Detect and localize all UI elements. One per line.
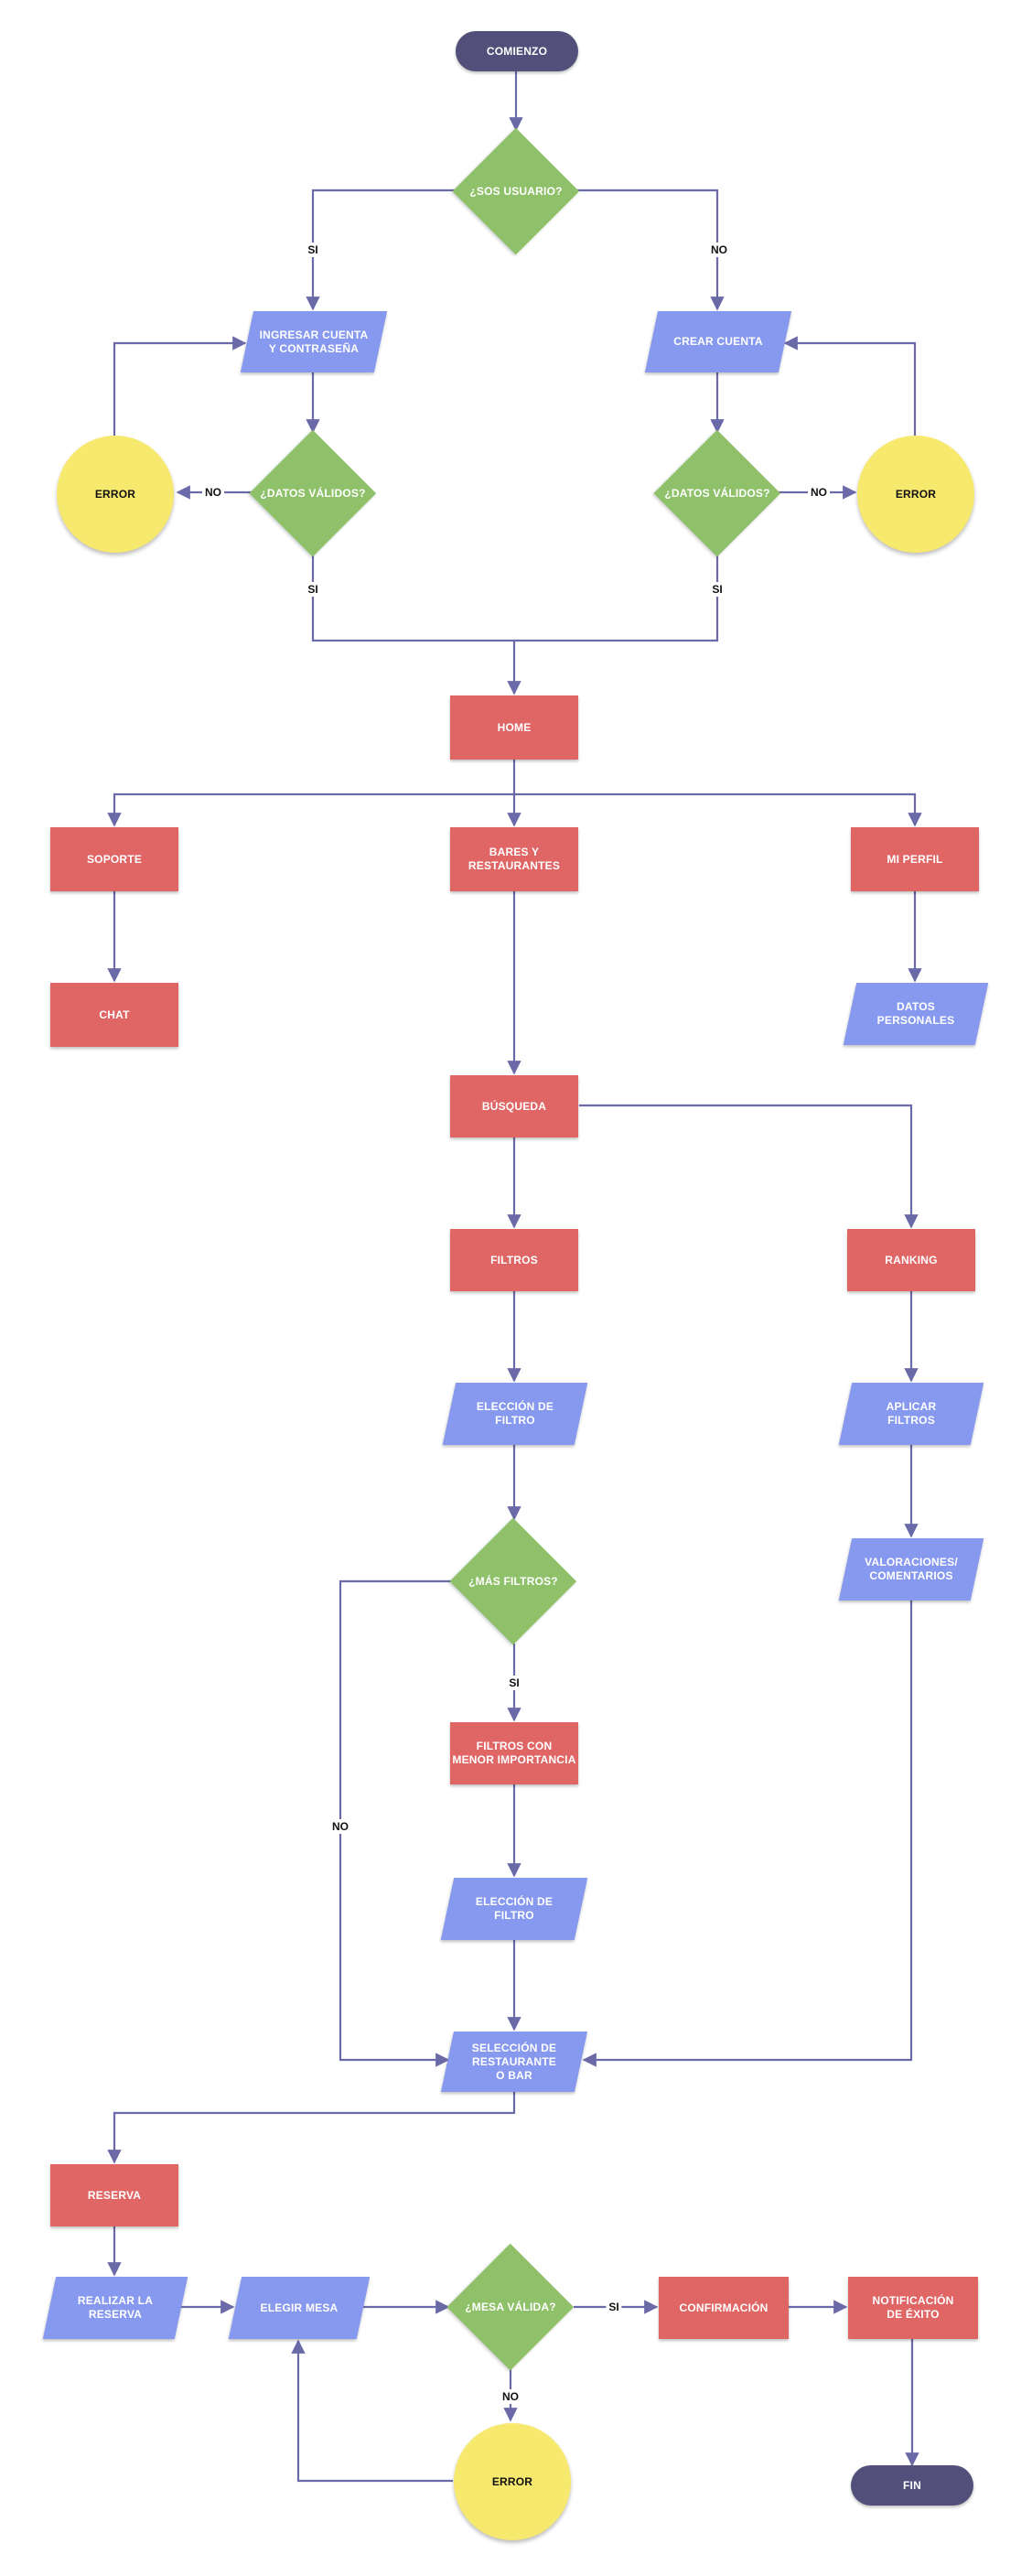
io-ingresar-cuenta: INGRESAR CUENTA Y CONTRASEÑA [240,311,388,372]
branch-label-no: NO [329,1819,351,1834]
io-eleccion-filtro-1: ELECCIÓN DE FILTRO [442,1383,588,1445]
decision-mesa-valida: ¿MESA VÁLIDA? [446,2243,574,2370]
edge-valoraciones-seleccion [582,1601,913,2067]
edge-error-left-ingresar [113,336,247,436]
process-filtros-menor: FILTROS CON MENOR IMPORTANCIA [450,1722,578,1784]
branch-label-no: NO [808,485,830,500]
branch-label-no: NO [202,485,224,500]
process-label: BARES Y RESTAURANTES [468,846,561,872]
edge-datos-left-join [311,553,514,642]
edge-sos-ingresar [306,189,457,311]
decision-label: ¿MÁS FILTROS? [468,1574,558,1588]
process-ranking: RANKING [847,1229,975,1291]
error-label: ERROR [895,487,937,501]
process-label: RESERVA [87,2188,142,2202]
process-confirmacion: CONFIRMACIÓN [659,2277,789,2339]
io-elegir-mesa: ELEGIR MESA [228,2277,371,2339]
error-label: ERROR [491,2474,533,2488]
decision-datos-validos-left: ¿DATOS VÁLIDOS? [249,429,376,556]
decision-label: ¿DATOS VÁLIDOS? [260,486,366,500]
process-label: HOME [497,720,532,734]
error-label: ERROR [94,487,136,501]
io-label: ELECCIÓN DE FILTRO [476,1400,554,1427]
edge-home-perfil [514,792,922,827]
edge-mas-no-seleccion [339,1579,452,2067]
decision-sos-usuario: ¿SOS USUARIO? [452,127,579,254]
io-label: DATOS PERSONALES [876,1000,955,1027]
process-label: FILTROS [490,1253,538,1266]
process-busqueda: BÚSQUEDA [450,1075,578,1137]
process-label: SOPORTE [86,852,143,866]
io-label: REALIZAR LA RESERVA [77,2294,154,2321]
io-datos-personales: DATOS PERSONALES [843,983,989,1045]
error-left: ERROR [57,436,174,553]
process-bares: BARES Y RESTAURANTES [450,827,578,891]
process-home: HOME [450,695,578,760]
io-label: VALORACIONES/ COMENTARIOS [865,1556,958,1582]
edge-busqueda-ranking [579,1104,919,1229]
edge-datos-right-join [514,553,719,642]
branch-label-si: SI [506,1676,522,1690]
process-label: RANKING [885,1253,938,1266]
io-aplicar-filtros: APLICAR FILTROS [838,1383,984,1445]
edge-error-right-crear [783,336,917,436]
branch-label-no: NO [708,243,730,257]
process-label: BÚSQUEDA [481,1099,547,1113]
process-label: CONFIRMACIÓN [679,2301,769,2314]
process-reserva: RESERVA [50,2164,178,2226]
branch-label-si: SI [305,243,321,257]
edge-seleccion-reserva [107,2092,516,2164]
end-node: FIN [851,2465,973,2506]
decision-label: ¿SOS USUARIO? [469,184,563,198]
start-node: COMIENZO [456,31,578,71]
branch-label-no: NO [500,2389,521,2404]
io-valoraciones: VALORACIONES/ COMENTARIOS [838,1538,984,1601]
decision-datos-validos-right: ¿DATOS VÁLIDOS? [653,429,780,556]
process-label: NOTIFICACIÓN DE ÉXITO [872,2294,954,2321]
edge-sos-crear [575,189,725,311]
process-filtros: FILTROS [450,1229,578,1291]
process-label: MI PERFIL [887,852,943,866]
error-bottom: ERROR [454,2423,571,2540]
decision-label: ¿MESA VÁLIDA? [465,2300,556,2313]
edge-home-soporte [107,792,514,827]
process-label: CHAT [99,1008,130,1021]
process-soporte: SOPORTE [50,827,178,891]
io-label: INGRESAR CUENTA Y CONTRASEÑA [259,328,369,355]
edge-error-elegir [291,2339,453,2483]
io-label: CREAR CUENTA [673,335,763,348]
io-eleccion-filtro-2: ELECCIÓN DE FILTRO [440,1878,588,1940]
decision-label: ¿DATOS VÁLIDOS? [664,486,770,500]
branch-label-si: SI [709,582,726,597]
start-label: COMIENZO [486,44,548,58]
process-chat: CHAT [50,983,178,1047]
io-crear-cuenta: CREAR CUENTA [644,311,792,372]
process-mi-perfil: MI PERFIL [851,827,979,891]
end-label: FIN [903,2478,921,2492]
branch-label-si: SI [305,582,321,597]
process-label: FILTROS CON MENOR IMPORTANCIA [452,1740,576,1766]
process-notificacion: NOTIFICACIÓN DE ÉXITO [848,2277,978,2339]
io-label: ELEGIR MESA [260,2301,339,2314]
branch-label-si: SI [606,2300,622,2314]
io-realizar-reserva: REALIZAR LA RESERVA [42,2277,188,2339]
io-label: SELECCIÓN DE RESTAURANTE O BAR [471,2041,557,2082]
io-label: APLICAR FILTROS [886,1400,937,1427]
decision-mas-filtros: ¿MÁS FILTROS? [449,1517,576,1644]
io-seleccion: SELECCIÓN DE RESTAURANTE O BAR [440,2032,588,2092]
error-right: ERROR [857,436,974,553]
io-label: ELECCIÓN DE FILTRO [475,1895,554,1922]
